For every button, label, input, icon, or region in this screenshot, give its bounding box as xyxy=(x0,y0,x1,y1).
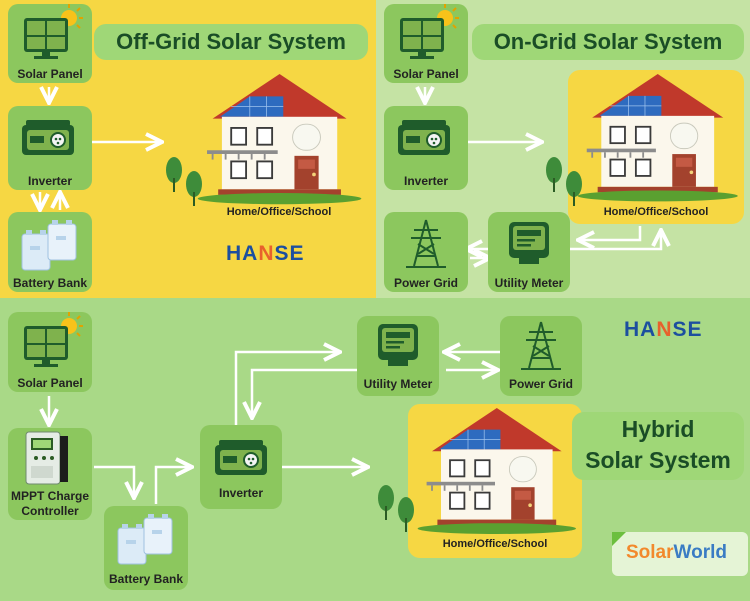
inverter-icon xyxy=(21,119,75,156)
offgrid-inverter-label: Inverter xyxy=(27,174,73,188)
battery-icon xyxy=(21,219,77,271)
offgrid-home-label: Home/Office/School xyxy=(226,206,332,218)
ongrid-title: On-Grid Solar System xyxy=(472,24,744,60)
house-icon xyxy=(416,407,577,535)
meter-icon xyxy=(509,222,549,264)
solarworld-logo: SolarWorld xyxy=(626,542,728,563)
power-tower-icon xyxy=(520,321,562,371)
hybrid-title: Hybrid Solar System xyxy=(572,412,744,480)
offgrid-battery-label: Battery Bank xyxy=(12,276,88,290)
house-icon xyxy=(576,73,739,203)
ongrid-home-label: Home/Office/School xyxy=(603,206,709,218)
tree-icon xyxy=(186,171,202,206)
ongrid-power-grid-label: Power Grid xyxy=(393,276,458,290)
solar-panel-icon xyxy=(399,3,460,60)
solar-panel-icon xyxy=(23,311,84,368)
ongrid-power-grid-box xyxy=(384,212,468,292)
battery-icon xyxy=(117,513,173,565)
ongrid-solar-panel-label: Solar Panel xyxy=(393,67,459,81)
ongrid-inverter-label: Inverter xyxy=(403,174,449,188)
offgrid-solar-panel-label: Solar Panel xyxy=(17,67,83,81)
house-icon xyxy=(196,73,363,206)
charge-controller-icon xyxy=(25,431,68,485)
hybrid-utility-meter-label: Utility Meter xyxy=(363,377,433,391)
solar-panel-icon xyxy=(23,3,84,60)
hybrid-inverter-label: Inverter xyxy=(218,486,264,500)
tree-icon xyxy=(546,157,562,192)
solarworld-corner xyxy=(612,532,626,546)
offgrid-title: Off-Grid Solar System xyxy=(94,24,368,60)
hybrid-mppt-label-line1: MPPT Charge xyxy=(10,489,89,503)
hybrid-title-line1: Hybrid xyxy=(621,416,695,442)
hybrid-power-grid-box xyxy=(500,316,582,396)
ongrid-utility-meter-label: Utility Meter xyxy=(494,276,564,290)
hybrid-title-line2: Solar System xyxy=(585,447,731,473)
hybrid-power-grid-label: Power Grid xyxy=(508,377,573,391)
meter-icon xyxy=(378,324,418,366)
tree-icon xyxy=(566,171,582,206)
inverter-icon xyxy=(397,119,451,156)
solarworld-badge xyxy=(612,532,748,576)
hybrid-solar-panel-label: Solar Panel xyxy=(17,376,83,390)
tree-icon xyxy=(398,497,414,532)
hanse-logo: HANSE xyxy=(624,318,703,341)
hybrid-mppt-label-line2: Controller xyxy=(21,504,79,518)
inverter-icon xyxy=(214,439,268,476)
power-tower-icon xyxy=(405,219,447,269)
hybrid-battery-label: Battery Bank xyxy=(108,572,184,586)
hybrid-home-label: Home/Office/School xyxy=(442,538,548,550)
hanse-logo: HANSE xyxy=(226,242,305,265)
tree-icon xyxy=(378,485,394,520)
tree-icon xyxy=(166,157,182,192)
